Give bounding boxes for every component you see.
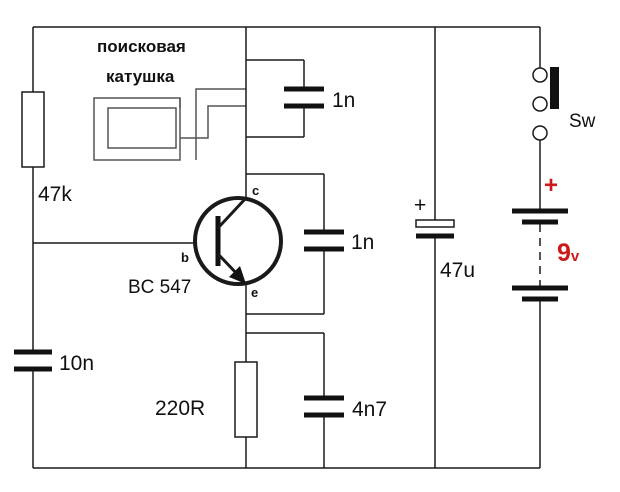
label-c-electrolytic: 47u bbox=[440, 259, 475, 282]
label-c-emitter: 4n7 bbox=[352, 398, 387, 421]
switch-contact-mid bbox=[532, 96, 548, 112]
label-c-base: 10n bbox=[59, 352, 94, 375]
resistor-220r bbox=[234, 361, 258, 438]
coil-label-line2: катушка bbox=[106, 67, 175, 86]
pin-base: b bbox=[181, 250, 189, 265]
pin-emitter: e bbox=[251, 285, 258, 300]
coil-label-line1: поисковая bbox=[97, 37, 186, 56]
battery-voltage-unit: v bbox=[571, 248, 580, 265]
label-transistor: BC 547 bbox=[128, 277, 191, 298]
label-switch: Sw bbox=[569, 111, 596, 132]
switch-contact-top bbox=[532, 67, 548, 83]
switch-contact-bottom bbox=[532, 125, 548, 141]
pin-collector: c bbox=[252, 183, 259, 198]
emitter-arrow bbox=[229, 266, 246, 284]
resistor-47k bbox=[21, 91, 45, 168]
search-coil-outer bbox=[93, 97, 181, 161]
label-r-base: 47k bbox=[38, 183, 72, 206]
capacitor-47u bbox=[415, 219, 455, 228]
battery-plus-sign: + bbox=[544, 172, 558, 199]
label-c-coil: 1n bbox=[332, 89, 355, 112]
battery-voltage: 9v bbox=[557, 239, 580, 267]
cap-plus-sign: + bbox=[414, 194, 426, 217]
battery-voltage-value: 9 bbox=[557, 239, 571, 267]
switch-button bbox=[550, 67, 559, 109]
label-r-emitter: 220R bbox=[155, 397, 205, 420]
label-c-ce: 1n bbox=[351, 231, 374, 254]
search-coil-inner bbox=[107, 107, 177, 149]
